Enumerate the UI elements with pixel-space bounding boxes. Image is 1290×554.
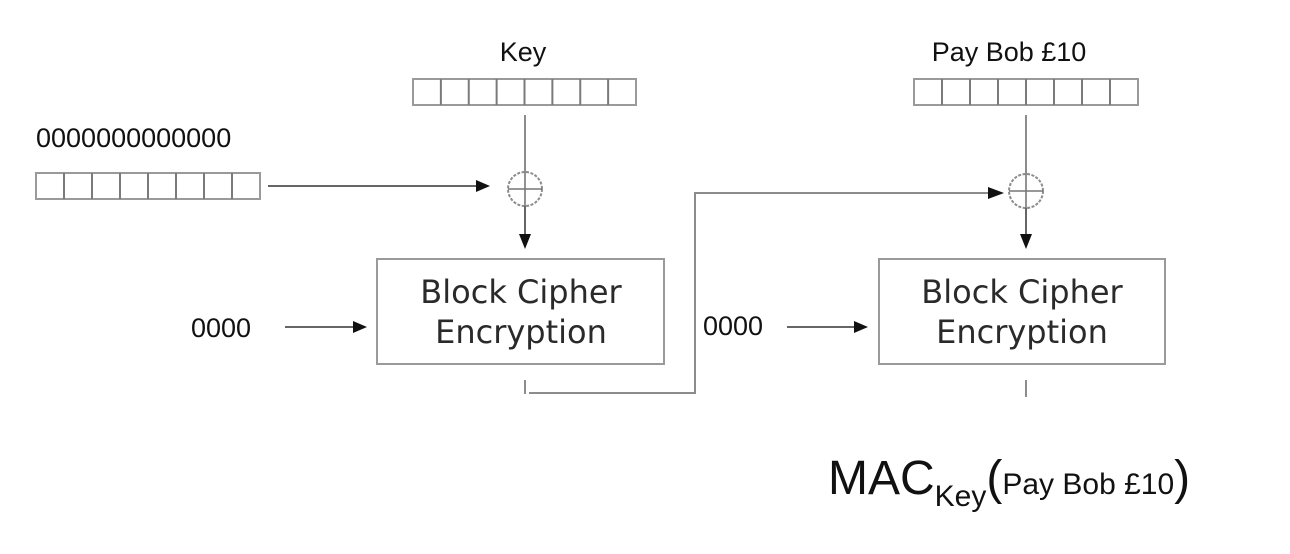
- block-cipher-2: Block Cipher Encryption: [878, 258, 1166, 365]
- open-paren: (: [986, 452, 1002, 505]
- block-cipher-1-line1: Block Cipher: [420, 273, 622, 311]
- block-cipher-2-line2: Encryption: [936, 313, 1108, 351]
- xor-icon: [507, 171, 543, 207]
- chaining-wire: [529, 192, 1000, 394]
- arrowhead-icon: [1020, 234, 1032, 249]
- arrowhead-icon: [353, 321, 367, 333]
- arrowhead-icon: [519, 234, 531, 249]
- mac-subscript: Key: [935, 480, 987, 513]
- close-paren: ): [1174, 452, 1190, 505]
- mac-argument: Pay Bob £10: [1002, 468, 1174, 501]
- arrowhead-icon: [476, 180, 490, 192]
- block-cipher-1-line2: Encryption: [435, 313, 607, 351]
- message-label: Pay Bob £10: [932, 37, 1087, 67]
- iv-label: 0000000000000: [36, 123, 231, 153]
- block-cipher-1: Block Cipher Encryption: [376, 258, 665, 365]
- block-cipher-2-line1: Block Cipher: [921, 273, 1123, 311]
- message-register: [913, 78, 1139, 106]
- key-register: [412, 78, 637, 106]
- mac-output-formula: MACKey(Pay Bob £10): [828, 452, 1190, 513]
- block-1-side-input: 0000: [191, 313, 251, 343]
- iv-register: [35, 172, 261, 200]
- mac-text: MAC: [828, 452, 935, 505]
- arrowhead-icon: [854, 321, 868, 333]
- arrowhead-icon: [988, 187, 1004, 199]
- key-label: Key: [500, 37, 547, 67]
- xor-icon: [1008, 173, 1044, 209]
- block-2-side-input: 0000: [703, 311, 763, 341]
